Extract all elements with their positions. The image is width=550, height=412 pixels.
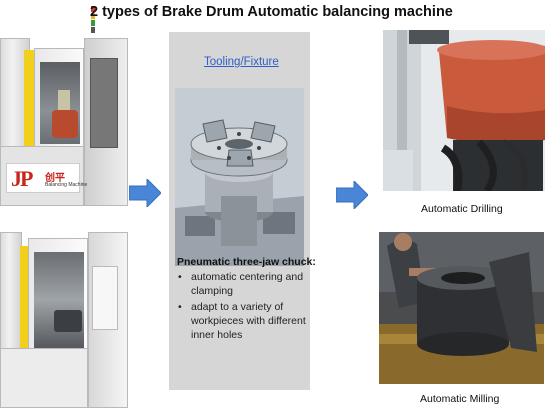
jp-logo: JP 创平 Balancing Machine xyxy=(6,163,87,193)
right-arrow-icon xyxy=(129,179,161,207)
drilling-caption: Automatic Drilling xyxy=(421,203,503,215)
milling-caption: Automatic Milling xyxy=(420,393,500,405)
tooling-fixture-link[interactable]: Tooling/Fixture xyxy=(204,56,279,68)
three-jaw-chuck-image xyxy=(175,88,304,266)
tooling-panel: Tooling/Fixture Pneumatic three-jaw chuc xyxy=(169,32,316,390)
balancing-machine-photo-1: JP 创平 Balancing Machine xyxy=(0,38,128,206)
list-item: automatic centering and clamping xyxy=(175,270,307,298)
right-arrow-icon xyxy=(336,181,368,209)
list-item: adapt to a variety of workpieces with di… xyxy=(175,300,307,342)
page-title: 2 types of Brake Drum Automatic balancin… xyxy=(90,4,453,20)
tower-light-icon xyxy=(91,6,95,42)
chuck-heading: Pneumatic three-jaw chuck: xyxy=(177,256,316,268)
chuck-feature-list: automatic centering and clamping adapt t… xyxy=(175,270,307,344)
automatic-milling-photo xyxy=(379,232,544,384)
automatic-drilling-photo xyxy=(383,30,545,191)
balancing-machine-photo-2 xyxy=(0,232,128,408)
